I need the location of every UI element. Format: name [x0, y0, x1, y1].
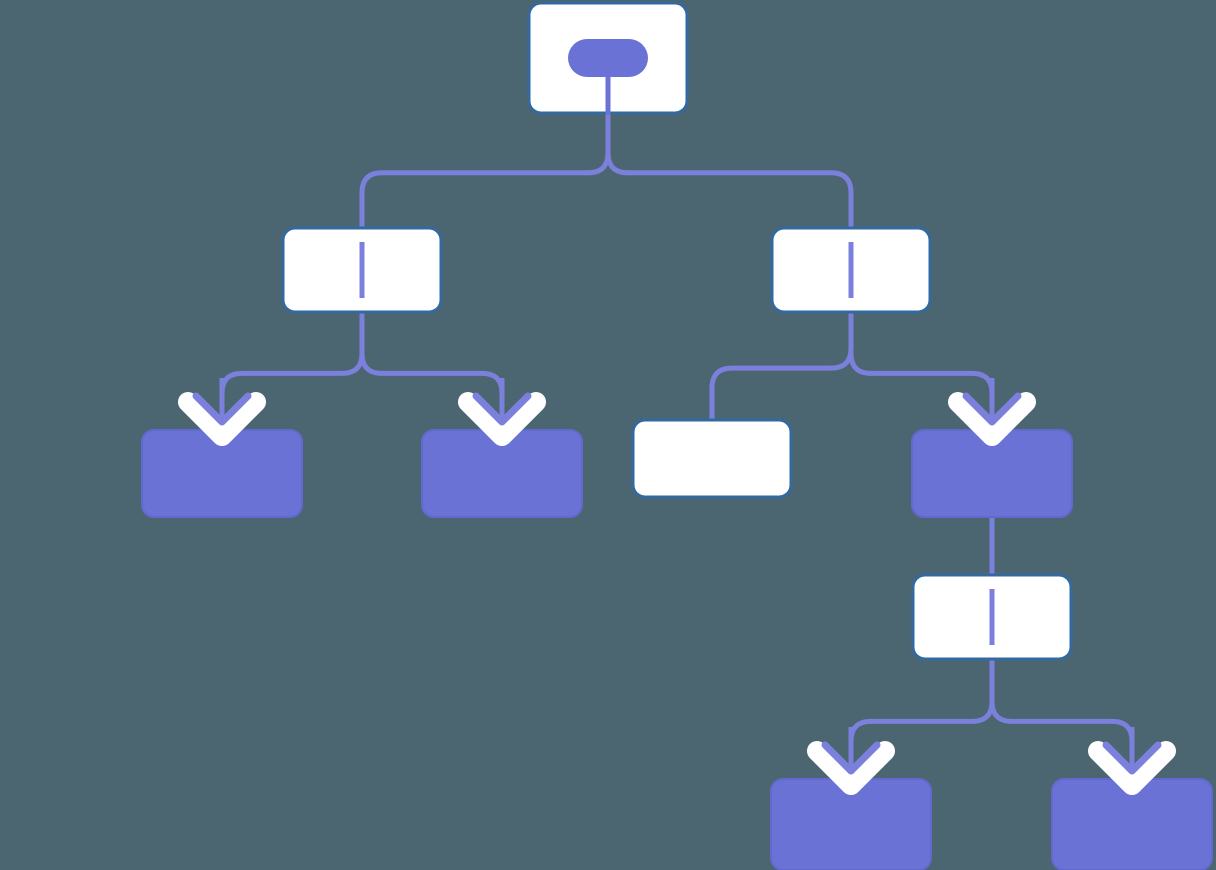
- node-n1[interactable]: [527, 1, 689, 115]
- arrowhead-outline-n9: [807, 741, 895, 795]
- connector-layer: [219, 113, 1135, 771]
- arrowhead-stem-n7: [989, 378, 995, 422]
- node-inner-line-n3: [848, 242, 854, 298]
- node-n8[interactable]: [911, 573, 1073, 661]
- arrowhead-stem-n10: [1129, 727, 1135, 771]
- arrowhead-outline-n4: [178, 392, 266, 446]
- arrowhead-fill-n7: [962, 392, 1022, 426]
- arrowhead-n10: [1088, 727, 1176, 795]
- node-n3[interactable]: [770, 226, 932, 314]
- arrowhead-n5: [458, 378, 546, 446]
- node-inner-line-n2: [359, 242, 365, 298]
- node-box-n6[interactable]: [631, 418, 793, 499]
- arrowhead-fill-n10: [1102, 741, 1162, 775]
- connector-e2: [605, 113, 854, 228]
- arrowhead-fill-n4: [192, 392, 252, 426]
- node-layer: [141, 1, 1213, 870]
- arrowhead-stem-n5: [499, 378, 505, 422]
- arrowhead-n9: [807, 727, 895, 795]
- arrowhead-n4: [178, 378, 266, 446]
- arrowhead-stem-n4: [219, 378, 225, 422]
- arrowhead-outline-n10: [1088, 741, 1176, 795]
- arrowhead-fill-n5: [472, 392, 532, 426]
- arrowhead-layer: [178, 378, 1176, 795]
- node-inner-line-n8: [989, 589, 995, 645]
- arrowhead-stem-n9: [848, 727, 854, 771]
- node-n2[interactable]: [281, 226, 443, 314]
- arrowhead-fill-n9: [821, 741, 881, 775]
- node-n6[interactable]: [631, 418, 793, 499]
- arrowhead-outline-n7: [948, 392, 1036, 446]
- node-pill-stem-n1: [605, 75, 611, 115]
- arrowhead-n7: [948, 378, 1036, 446]
- node-pill-glyph-n1: [568, 39, 648, 77]
- arrowhead-outline-n5: [458, 392, 546, 446]
